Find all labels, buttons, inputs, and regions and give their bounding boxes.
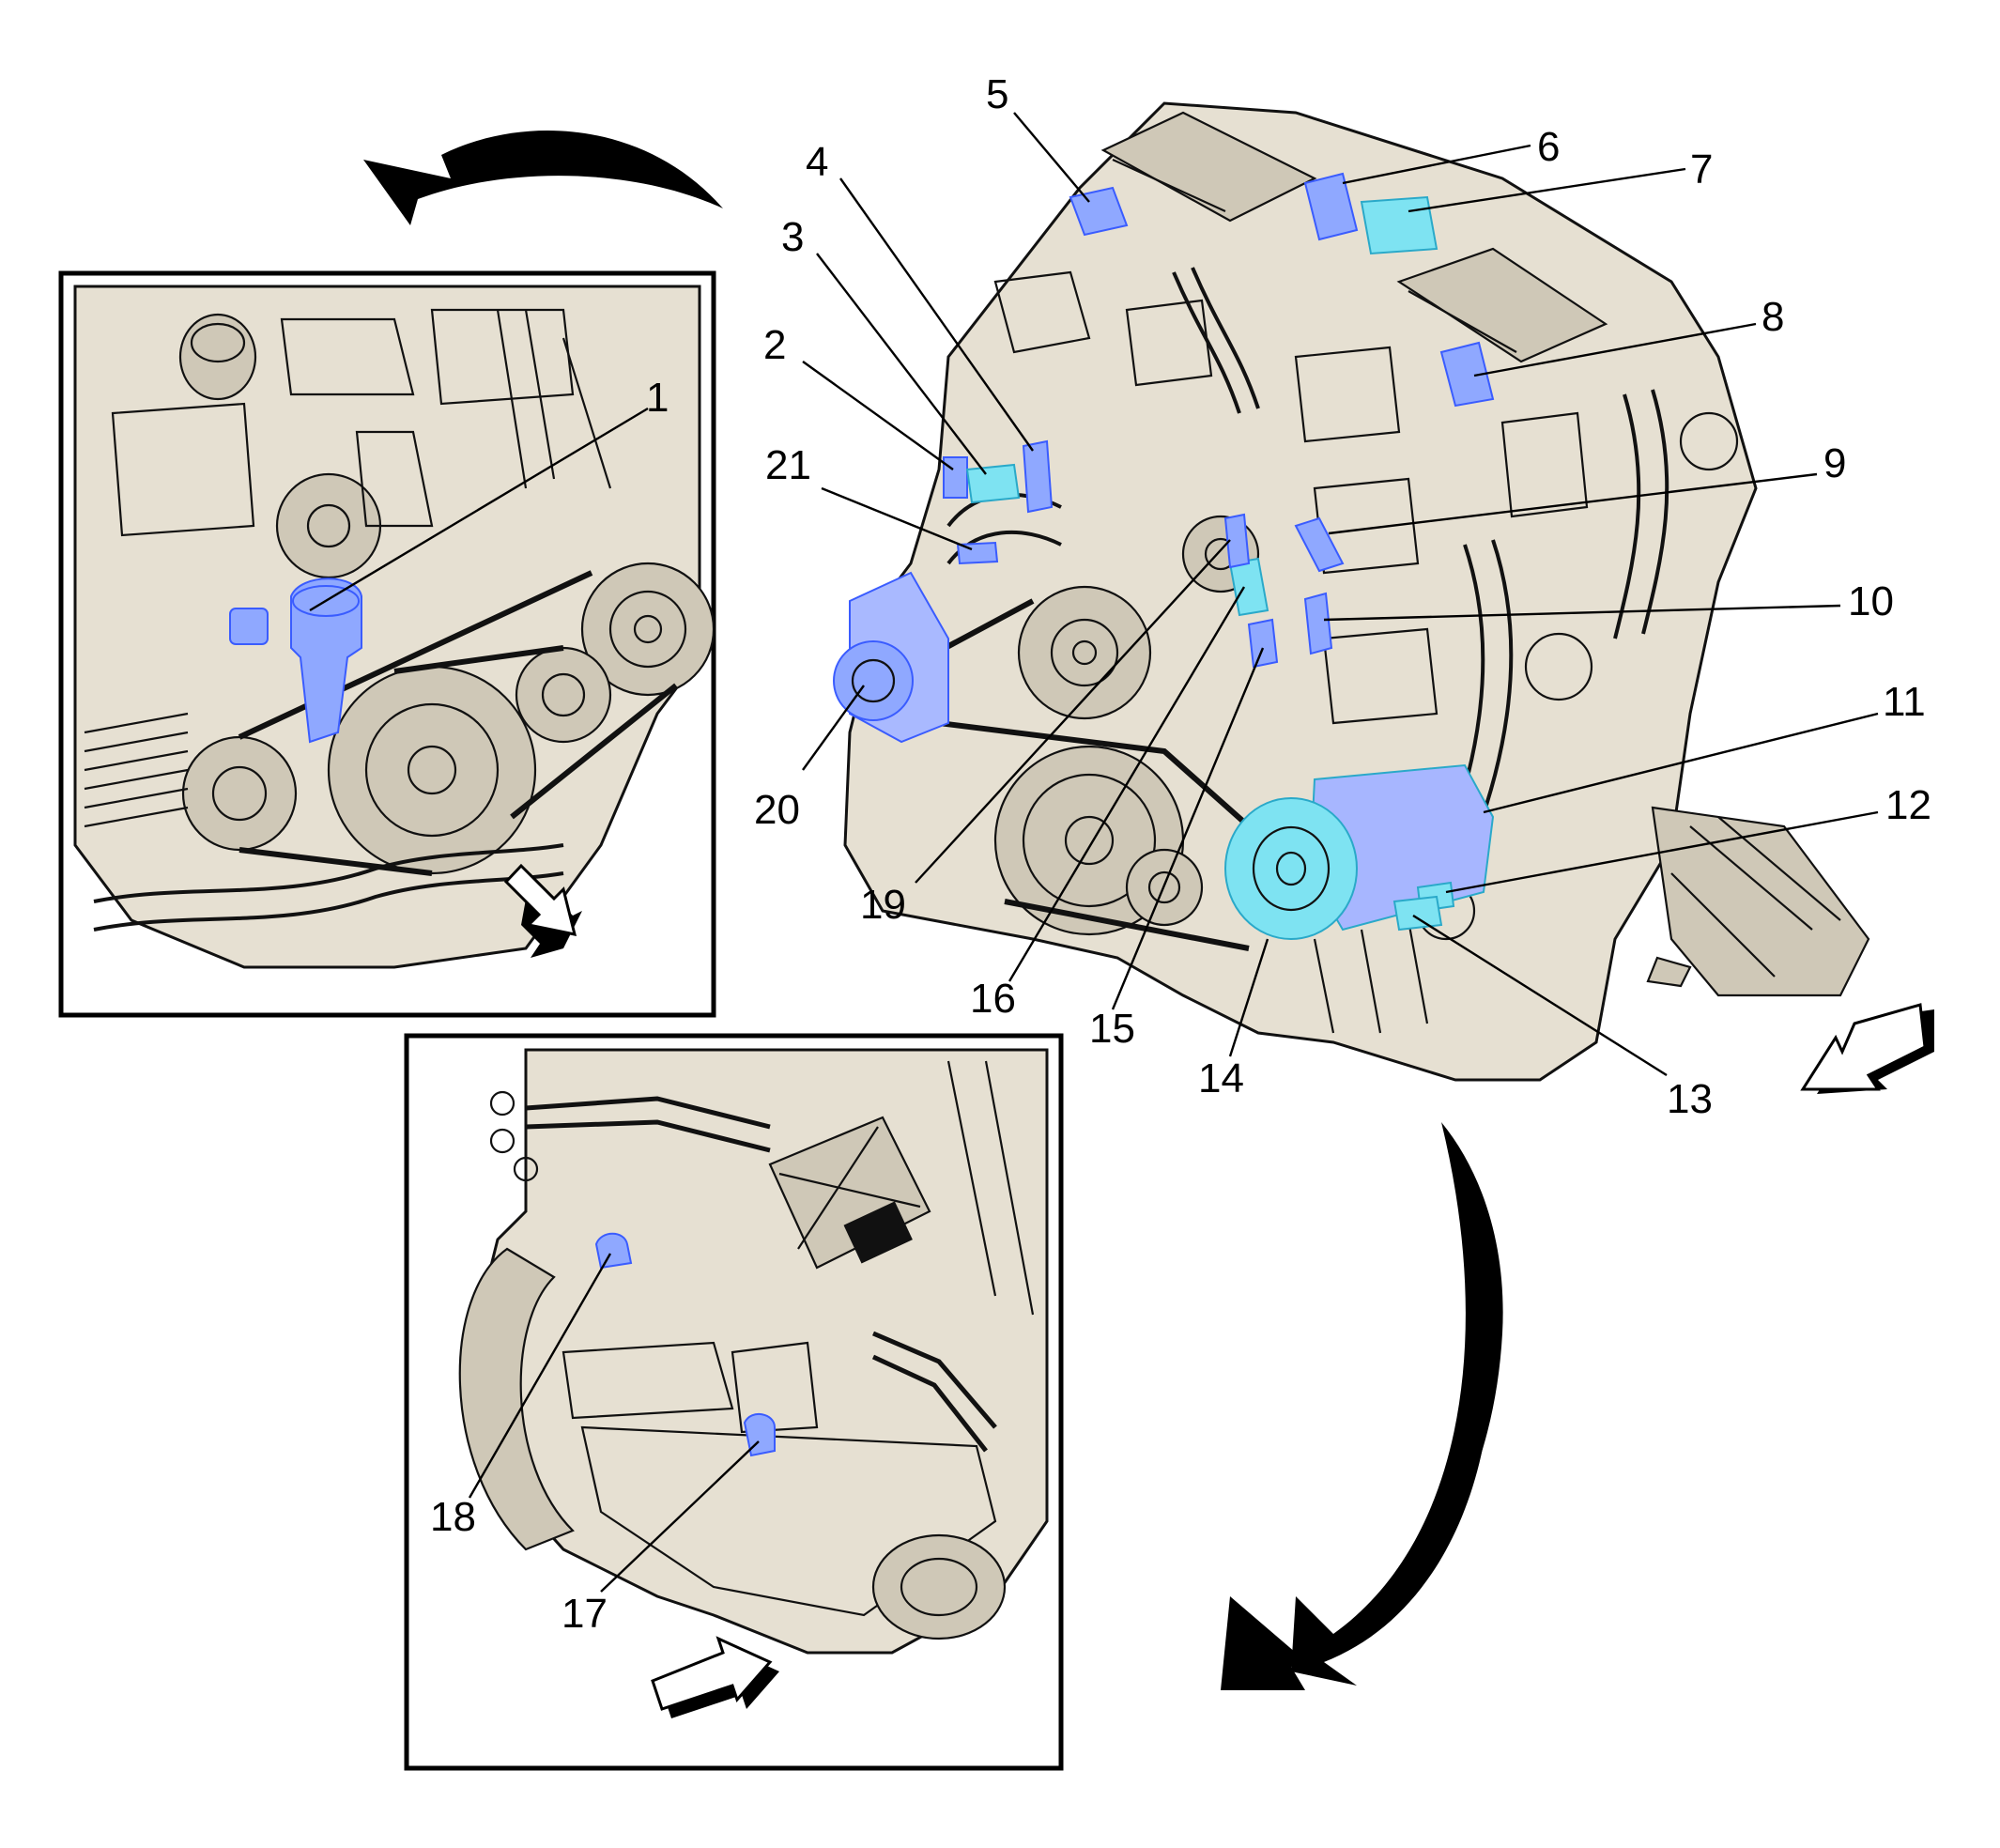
leader-12 [1445,810,1879,894]
leader-20 [802,685,865,771]
callout-19: 19 [860,882,906,928]
callout-12: 12 [1885,782,1931,828]
curved-pointer-arrow-icon [363,131,723,225]
component-9 [1294,516,1345,573]
component-3 [965,463,1021,504]
callout-10: 10 [1848,578,1894,624]
callout-5: 5 [986,71,1008,117]
callout-6: 6 [1537,124,1560,170]
callout-14: 14 [1198,1055,1244,1101]
callout-17: 17 [562,1591,608,1637]
component-18-sensor [594,1232,633,1270]
callout-7: 7 [1690,146,1713,192]
curved-pointer-arrow-icon [1221,1122,1503,1690]
component-2 [943,456,968,499]
leader-14 [1228,938,1269,1057]
component-10 [1303,592,1333,655]
callout-3: 3 [781,214,804,260]
component-6 [1303,172,1359,241]
component-19 [1223,513,1251,569]
component-5 [1069,186,1129,237]
component-13 [1392,895,1443,932]
component-8 [1439,341,1495,408]
callout-21: 21 [765,442,811,488]
leader-13 [1412,914,1668,1077]
callout-15: 15 [1089,1006,1135,1052]
leader-11 [1483,712,1879,814]
view-direction-arrow-icon [651,1636,779,1718]
inset-bottom [404,1033,1064,1771]
leader-6 [1342,144,1531,185]
leader-10 [1323,604,1841,622]
component-1-sensor [229,578,362,744]
leader-3 [816,253,987,475]
leader-4 [839,177,1034,452]
inset-bottom-engine-drawing [458,1048,1049,1655]
leader-1 [309,407,649,612]
inset-top-left [58,270,716,1018]
main-engine-drawing [833,101,1934,1094]
leader-18 [468,1253,612,1499]
view-direction-arrow-icon [1800,1003,1934,1094]
leader-8 [1473,322,1757,377]
callout-18: 18 [430,1494,476,1540]
callout-8: 8 [1762,294,1784,340]
callout-9: 9 [1823,440,1846,486]
leader-21 [821,486,973,551]
component-4 [1022,439,1054,514]
inset-top-left-engine-drawing [73,285,715,969]
component-15 [1247,618,1279,669]
leader-17 [600,1440,760,1593]
callout-16: 16 [970,976,1016,1022]
component-17-sensor [743,1413,776,1457]
leader-16 [1008,586,1246,982]
leader-15 [1111,647,1265,1010]
component-7 [1360,195,1438,255]
leader-5 [1013,112,1090,203]
leader-9 [1328,472,1818,535]
callout-20: 20 [754,787,800,833]
callout-1: 1 [646,375,669,421]
leader-19 [915,539,1231,884]
callout-4: 4 [806,139,828,185]
callout-2: 2 [763,322,786,368]
leader-2 [802,361,954,470]
callout-11: 11 [1883,679,1926,725]
leader-7 [1408,167,1686,213]
view-direction-arrow-icon [503,863,582,958]
callout-labels: 1 2 3 4 5 6 7 8 9 10 11 12 13 14 15 16 1… [430,71,1931,1637]
callout-13: 13 [1667,1076,1713,1122]
leader-lines [309,112,1879,1593]
